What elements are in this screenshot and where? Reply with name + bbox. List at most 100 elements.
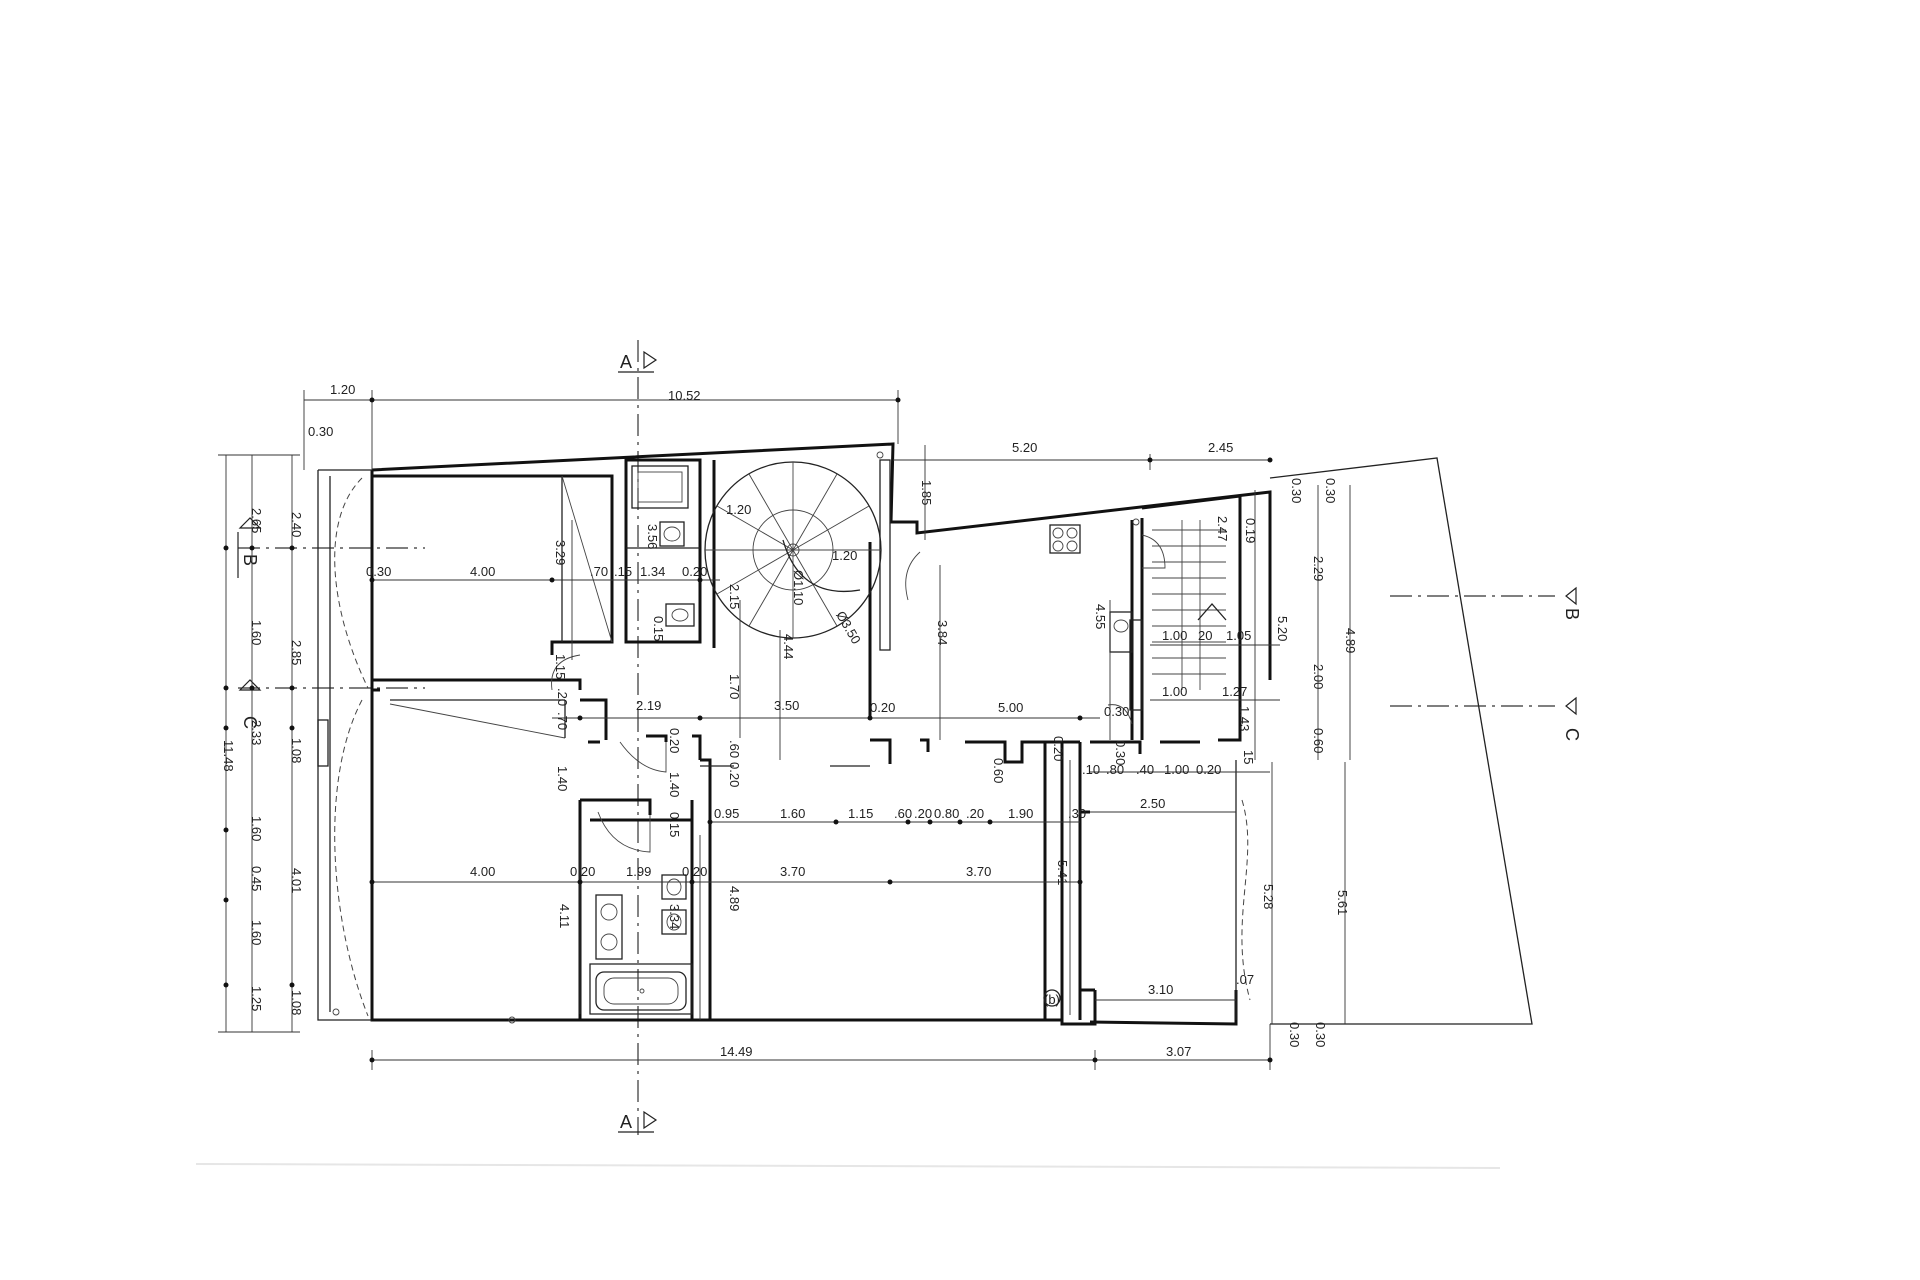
- window-frames: [317, 459, 1143, 767]
- dim-bottom-row-6: 0.80: [934, 806, 959, 821]
- dim-stair-2: 1.20: [832, 548, 857, 563]
- dim-bedroom-top-7: 0.20: [682, 564, 707, 579]
- dim-bottom-row-8: 1.90: [1008, 806, 1033, 821]
- section-marker-a-bottom: A: [618, 1110, 658, 1133]
- dim-bottom-bedroom-14: 5.61: [1335, 890, 1350, 915]
- column-mark: (b): [1043, 989, 1061, 1007]
- dim-left-inner-1: 2.40: [289, 512, 304, 537]
- dim-right-small-18: 0.30: [1289, 478, 1304, 503]
- dim-right-small-16: 0.60: [1311, 728, 1326, 753]
- dim-left-outer-2: 1.60: [249, 620, 264, 645]
- dim-bottom-row-10: 2.50: [1140, 796, 1165, 811]
- dim-middle-5: 5.00: [998, 700, 1023, 715]
- section-label-c-right: C: [1562, 728, 1582, 741]
- dim-middle-small-6: 0.20: [727, 762, 742, 787]
- dim-bottom-row-7: .20: [966, 806, 984, 821]
- dim-right-small-1: .10: [1082, 762, 1100, 777]
- dim-right-small-9: 1.05: [1226, 628, 1251, 643]
- dim-top-5: 2.45: [1208, 440, 1233, 455]
- dim-left-outer-4: 1.60: [249, 816, 264, 841]
- section-marker-b-left: B: [237, 517, 262, 578]
- dim-middle-3: 3.50: [774, 698, 799, 713]
- dim-bottom-bedroom-6: 3.70: [966, 864, 991, 879]
- dim-bottom-1: 14.49: [720, 1044, 753, 1059]
- dim-bottom-bedroom-3: 1.99: [626, 864, 651, 879]
- dim-middle-2: 2.19: [636, 698, 661, 713]
- dim-right-small-17: 4.89: [1343, 628, 1358, 653]
- dim-left-inner-5: 4.01: [289, 868, 304, 893]
- dim-bedroom-top-5: .15: [614, 564, 632, 579]
- fixtures: [332, 451, 1140, 1024]
- dim-middle-small-1: .20: [555, 688, 570, 706]
- dim-bedroom-top-8: 3.56: [645, 524, 660, 549]
- dim-bottom-row-5: .20: [914, 806, 932, 821]
- dim-middle-4: 0.20: [870, 700, 895, 715]
- dim-bottom-row-9: .30: [1068, 806, 1086, 821]
- dim-left-inner-2: 2.85: [289, 640, 304, 665]
- section-marker-a-top: A: [618, 350, 658, 373]
- dim-bottom-3: 0.30: [1287, 1022, 1302, 1047]
- section-label-a-top: A: [620, 352, 632, 372]
- dim-right-small-14: 2.29: [1311, 556, 1326, 581]
- dim-middle-small-5: .60: [727, 740, 742, 758]
- dim-right-small-7: 1.00: [1162, 628, 1187, 643]
- dim-middle-7: 2.15: [727, 584, 742, 609]
- dim-middle-small-3: 0.20: [667, 728, 682, 753]
- section-marker-b-right: B: [1562, 586, 1582, 620]
- dim-left-inner-6: 1.08: [289, 990, 304, 1015]
- dim-bottom-row-3: 1.15: [848, 806, 873, 821]
- dim-middle-small-9: 0.20: [1051, 736, 1066, 761]
- dim-bottom-2: 3.07: [1166, 1044, 1191, 1059]
- balcony-curtain-curves: [334, 477, 1251, 1017]
- dim-middle-10: 3.84: [935, 620, 950, 645]
- dim-middle-8: 4.44: [781, 634, 796, 659]
- dim-top-6: 1.85: [919, 480, 934, 505]
- dim-bottom-bedroom-10: 5.41: [1055, 860, 1070, 885]
- dim-middle-small-11: 0.30: [1113, 740, 1128, 765]
- dim-left-outer-3: 2.33: [249, 720, 264, 745]
- dim-middle-small-2: .70: [555, 712, 570, 730]
- dim-left-outer-6: 1.25: [249, 986, 264, 1011]
- dim-middle-9: 1.70: [727, 674, 742, 699]
- dim-right-small-15: 2.00: [1311, 664, 1326, 689]
- dim-top-1: 1.20: [330, 382, 355, 397]
- dim-top-4: 5.20: [1012, 440, 1037, 455]
- dim-middle-6: 0.30: [1104, 704, 1129, 719]
- section-label-c-left: C: [240, 716, 260, 729]
- section-label-b-right: B: [1562, 608, 1582, 620]
- sheet-baseline: [195, 1163, 1501, 1169]
- dim-right-small-13: 5.20: [1275, 616, 1290, 641]
- dim-middle-small-8: 0.15: [667, 812, 682, 837]
- dim-bottom-bedroom-4: 0.20: [682, 864, 707, 879]
- dim-bottom-row-2: 1.60: [780, 806, 805, 821]
- dim-bedroom-top-2: 4.00: [470, 564, 495, 579]
- dim-right-small-19: 0.30: [1323, 478, 1338, 503]
- dim-bottom-row-1: 0.95: [714, 806, 739, 821]
- dim-right-small-3: .40: [1136, 762, 1154, 777]
- dim-bottom-bedroom-2: 0.20: [570, 864, 595, 879]
- dim-bottom-bedroom-11: 3.10: [1148, 982, 1173, 997]
- dim-right-small-10: 1.00: [1162, 684, 1187, 699]
- dim-middle-1: 1.15: [553, 654, 568, 679]
- dim-right-small-2: .80: [1106, 762, 1124, 777]
- dim-bedroom-top-4: .70: [590, 564, 608, 579]
- dim-bottom-bedroom-5: 3.70: [780, 864, 805, 879]
- door-swings: [551, 534, 1166, 853]
- section-label-a-bottom: A: [620, 1112, 632, 1132]
- dim-middle-11: 4.55: [1093, 604, 1108, 629]
- dim-bottom-bedroom-13: 5.28: [1261, 884, 1276, 909]
- dim-stair-3: Ø1.10: [791, 570, 806, 605]
- dim-top-2: 10.52: [668, 388, 701, 403]
- dim-left-outer-1: 2.65: [249, 508, 264, 533]
- dim-right-small-8: 20: [1198, 628, 1212, 643]
- dimension-ticks: [223, 397, 1273, 1063]
- dim-stair-4: Ø3.50: [833, 608, 864, 646]
- dim-right-small-5: 0.20: [1196, 762, 1221, 777]
- dim-bedroom-top-9: 0.15: [651, 616, 666, 641]
- section-marker-c-left: C: [238, 679, 262, 729]
- dim-bottom-bedroom-12: .07: [1236, 972, 1254, 987]
- dim-left-inner-4: 0.45: [249, 866, 264, 891]
- dim-right-small-4: 1.00: [1164, 762, 1189, 777]
